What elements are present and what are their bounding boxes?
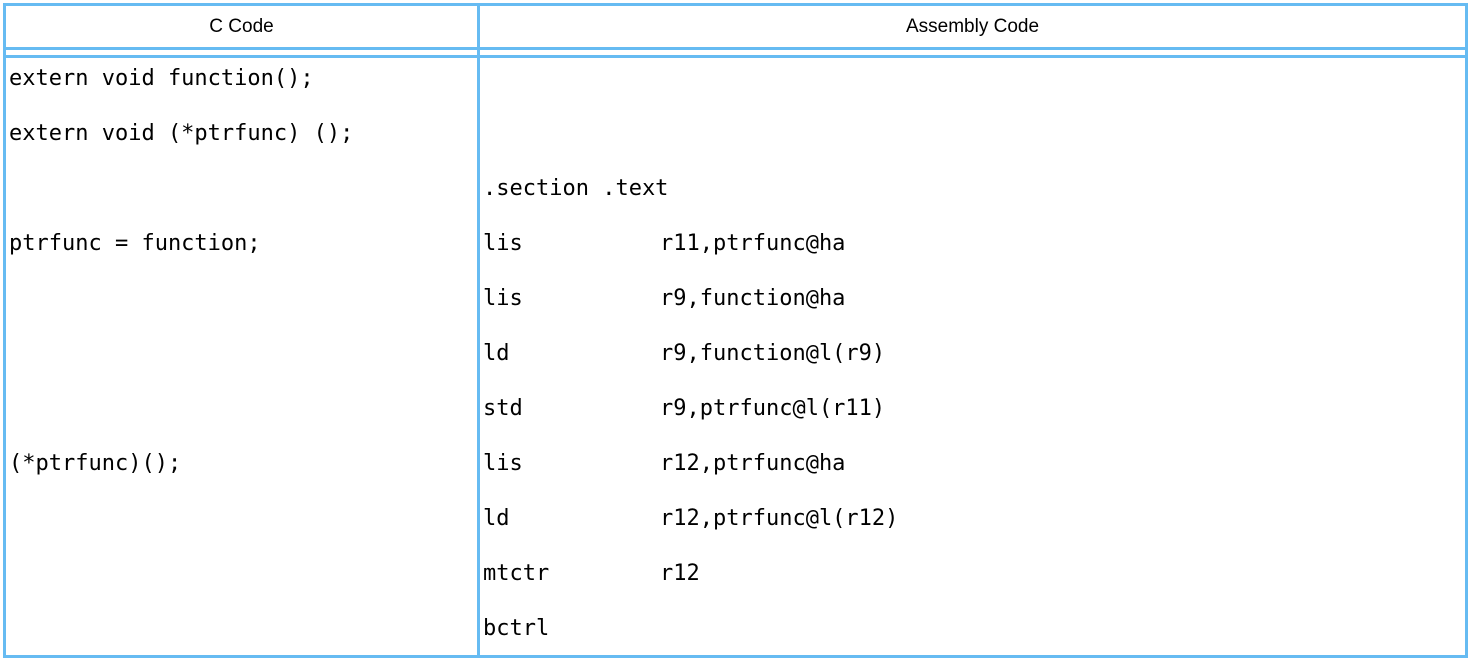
c-code-line: extern void function(); xyxy=(9,66,314,91)
asm-code-line xyxy=(480,106,1465,161)
c-code-cell: extern void function(); extern void (*pt… xyxy=(6,51,477,656)
c-code-line xyxy=(6,381,477,436)
asm-operands: r9,function@ha xyxy=(660,286,846,311)
asm-code-line: ld r12,ptrfunc@l(r12) xyxy=(480,491,1465,546)
column-separator xyxy=(477,6,480,655)
c-code-line xyxy=(6,326,477,381)
asm-code-line: .section .text xyxy=(480,161,1465,216)
assembly-code-cell: .section .text lis r11,ptrfunc@ha lis r9,f… xyxy=(480,51,1465,656)
header-divider-bottom xyxy=(6,55,1465,58)
asm-mnemonic: ld xyxy=(483,341,510,366)
asm-code-line: lis r9,function@ha xyxy=(480,271,1465,326)
asm-mnemonic: mtctr xyxy=(483,561,550,586)
c-code-line xyxy=(6,601,477,656)
asm-operands: r12,ptrfunc@l(r12) xyxy=(660,506,899,531)
asm-mnemonic: lis xyxy=(483,286,523,311)
asm-operands: r9,ptrfunc@l(r11) xyxy=(660,396,886,421)
asm-operands: r12 xyxy=(660,561,700,586)
c-code-line xyxy=(6,271,477,326)
c-code-line: extern void (*ptrfunc) (); xyxy=(9,121,354,146)
c-code-line xyxy=(6,161,477,216)
asm-code-line: lis r12,ptrfunc@ha xyxy=(480,436,1465,491)
assembly-code-column-header: Assembly Code xyxy=(905,15,1040,37)
asm-code-line: lis r11,ptrfunc@ha xyxy=(480,216,1465,271)
asm-code-line: std r9,ptrfunc@l(r11) xyxy=(480,381,1465,436)
asm-mnemonic: lis xyxy=(483,231,523,256)
asm-mnemonic: lis xyxy=(483,451,523,476)
c-code-line xyxy=(6,491,477,546)
asm-mnemonic: .section .text xyxy=(483,176,669,201)
asm-code-line: bctrl xyxy=(480,601,1465,656)
code-comparison-table: C Code Assembly Code extern void functio… xyxy=(3,3,1468,658)
asm-code-line xyxy=(480,51,1465,106)
asm-code-line: mtctr r12 xyxy=(480,546,1465,601)
c-code-column-header: C Code xyxy=(209,15,274,37)
c-code-line: (*ptrfunc)(); xyxy=(9,451,182,476)
c-code-line: ptrfunc = function; xyxy=(9,231,261,256)
asm-operands: r9,function@l(r9) xyxy=(660,341,886,366)
asm-mnemonic: std xyxy=(483,396,523,421)
asm-operands: r11,ptrfunc@ha xyxy=(660,231,846,256)
asm-code-line: ld r9,function@l(r9) xyxy=(480,326,1465,381)
asm-mnemonic: bctrl xyxy=(483,616,550,641)
c-code-line xyxy=(6,546,477,601)
header-divider-top xyxy=(6,47,1465,50)
asm-operands: r12,ptrfunc@ha xyxy=(660,451,846,476)
asm-mnemonic: ld xyxy=(483,506,510,531)
